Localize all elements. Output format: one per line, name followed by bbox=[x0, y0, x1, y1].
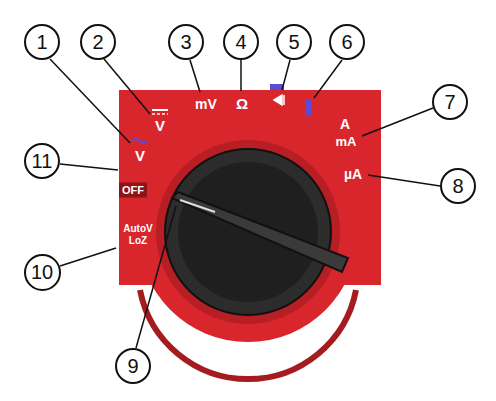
callout-number: 2 bbox=[92, 32, 103, 52]
leader-line bbox=[368, 175, 440, 186]
leader-line bbox=[104, 59, 150, 114]
label-voltage-dc: V bbox=[155, 118, 165, 133]
label-voltage-ac: V bbox=[135, 148, 145, 163]
callout-circle: 1 bbox=[24, 24, 60, 60]
callout-number: 8 bbox=[452, 176, 463, 196]
callout-number: 9 bbox=[127, 356, 138, 376]
label-millivolt: mV bbox=[195, 97, 217, 111]
callout-circle: 5 bbox=[276, 24, 312, 60]
callout-number: 7 bbox=[444, 92, 455, 112]
callout-circle: 11 bbox=[24, 143, 60, 179]
label-ohm: Ω bbox=[236, 96, 248, 111]
callout-number: 1 bbox=[36, 32, 47, 52]
label-amp: A bbox=[340, 117, 350, 131]
leader-line bbox=[50, 59, 130, 143]
diode-symbol bbox=[274, 95, 284, 105]
callout-circle: 9 bbox=[115, 348, 151, 384]
callout-circle: 2 bbox=[80, 24, 116, 60]
callout-circle: 3 bbox=[168, 24, 204, 60]
label-autov: AutoV bbox=[123, 224, 152, 234]
leader-line bbox=[362, 108, 433, 136]
callout-circle: 4 bbox=[223, 24, 259, 60]
callout-circle: 10 bbox=[24, 254, 61, 291]
callout-number: 5 bbox=[288, 32, 299, 52]
capacitor-symbol bbox=[305, 100, 312, 116]
callout-number: 4 bbox=[235, 32, 246, 52]
pointer-mark bbox=[180, 200, 215, 212]
leader-line bbox=[240, 60, 242, 91]
leader-line bbox=[190, 60, 200, 92]
label-microamp: µA bbox=[344, 167, 362, 181]
leader-line bbox=[314, 60, 342, 98]
leader-line bbox=[60, 248, 116, 266]
callout-number: 6 bbox=[341, 32, 352, 52]
label-loz: LoZ bbox=[129, 236, 147, 246]
callout-number: 3 bbox=[180, 32, 191, 52]
leader-line bbox=[60, 164, 118, 170]
ac-symbol bbox=[132, 139, 148, 143]
dial-housing bbox=[138, 122, 358, 342]
callout-number: 10 bbox=[31, 262, 53, 282]
callout-circle: 8 bbox=[440, 168, 476, 204]
dc-symbol bbox=[152, 109, 168, 111]
leader-lines bbox=[50, 59, 440, 348]
dc-symbol bbox=[152, 113, 168, 115]
callout-number: 11 bbox=[32, 151, 53, 171]
leader-line bbox=[282, 60, 290, 90]
callout-circle: 7 bbox=[432, 84, 468, 120]
callout-circle: 6 bbox=[329, 24, 365, 60]
knob-pointer bbox=[172, 192, 348, 272]
label-milliamp: mA bbox=[336, 135, 357, 148]
label-off: OFF bbox=[119, 183, 147, 198]
